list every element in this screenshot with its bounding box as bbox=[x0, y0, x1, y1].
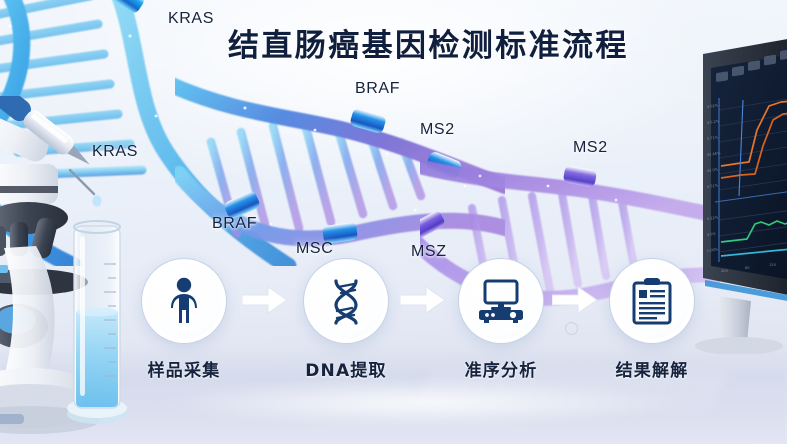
svg-text:4.02%: 4.02% bbox=[707, 103, 719, 109]
gene-label-braf-2: BRAF bbox=[212, 215, 258, 232]
flow-step-4-circle[interactable] bbox=[609, 258, 695, 344]
sequencer-icon bbox=[479, 279, 523, 323]
flow-step-1-label: 样品采集 bbox=[147, 361, 221, 381]
svg-text:42.46%: 42.46% bbox=[707, 151, 722, 157]
svg-text:4.22%: 4.22% bbox=[707, 215, 719, 221]
person-icon bbox=[171, 277, 197, 323]
svg-text:120: 120 bbox=[769, 263, 777, 267]
gene-label-braf-1: BRAF bbox=[355, 80, 401, 97]
graduated-cylinder bbox=[67, 220, 127, 424]
dna-helix-blue-violet bbox=[175, 77, 505, 247]
svg-text:80: 80 bbox=[745, 266, 750, 270]
gene-label-msc: MSC bbox=[296, 240, 334, 257]
svg-text:3.71%: 3.71% bbox=[707, 135, 719, 141]
gene-label-kras-1: KRAS bbox=[168, 10, 214, 27]
clipboard-icon bbox=[632, 278, 672, 325]
pipette-dropper bbox=[0, 96, 102, 207]
flow-step-2-label: DNA提取 bbox=[305, 361, 387, 381]
arrow-right-icon-2 bbox=[400, 286, 446, 314]
flow-step-sample-collection[interactable]: 样品采集 bbox=[138, 258, 230, 381]
page-title: 结直肠癌基因检测标准流程 bbox=[228, 28, 629, 64]
svg-text:400: 400 bbox=[721, 269, 729, 273]
desk-glow bbox=[160, 380, 680, 426]
svg-text:4.0.2%: 4.0.2% bbox=[707, 119, 721, 125]
svg-text:4.0%: 4.0% bbox=[707, 232, 717, 237]
gene-label-msz: MSZ bbox=[411, 243, 447, 260]
arrow-right-icon-1 bbox=[242, 286, 288, 314]
gene-label-ms2-1: MS2 bbox=[420, 121, 455, 138]
svg-text:4.51%: 4.51% bbox=[707, 183, 719, 189]
flow-step-sequencing-analysis[interactable]: 准序分析 bbox=[455, 258, 547, 381]
flow-step-3-circle[interactable] bbox=[458, 258, 544, 344]
arrow-right-icon-3 bbox=[552, 286, 598, 314]
analysis-monitor: 4.02% 4.0.2% 3.71% 42.46% 42.0% 4.51% 4.… bbox=[695, 39, 787, 354]
flow-step-dna-extraction[interactable]: DNA提取 bbox=[300, 258, 392, 381]
dna-helix-icon bbox=[334, 279, 358, 325]
svg-text:42.0%: 42.0% bbox=[707, 167, 719, 173]
flow-step-3-label: 准序分析 bbox=[464, 361, 538, 381]
flow-step-4-label: 结果解解 bbox=[615, 361, 689, 381]
flow-step-result-interpretation[interactable]: 结果解解 bbox=[606, 258, 698, 381]
process-flow: 样品采集 bbox=[138, 258, 718, 388]
gene-label-ms2-2: MS2 bbox=[573, 139, 608, 156]
svg-text:1.08%: 1.08% bbox=[707, 247, 719, 253]
flow-step-1-circle[interactable] bbox=[141, 258, 227, 344]
decorative-circle bbox=[565, 322, 578, 335]
flow-step-2-circle[interactable] bbox=[303, 258, 389, 344]
gene-label-kras-2: KRAS bbox=[92, 143, 138, 160]
